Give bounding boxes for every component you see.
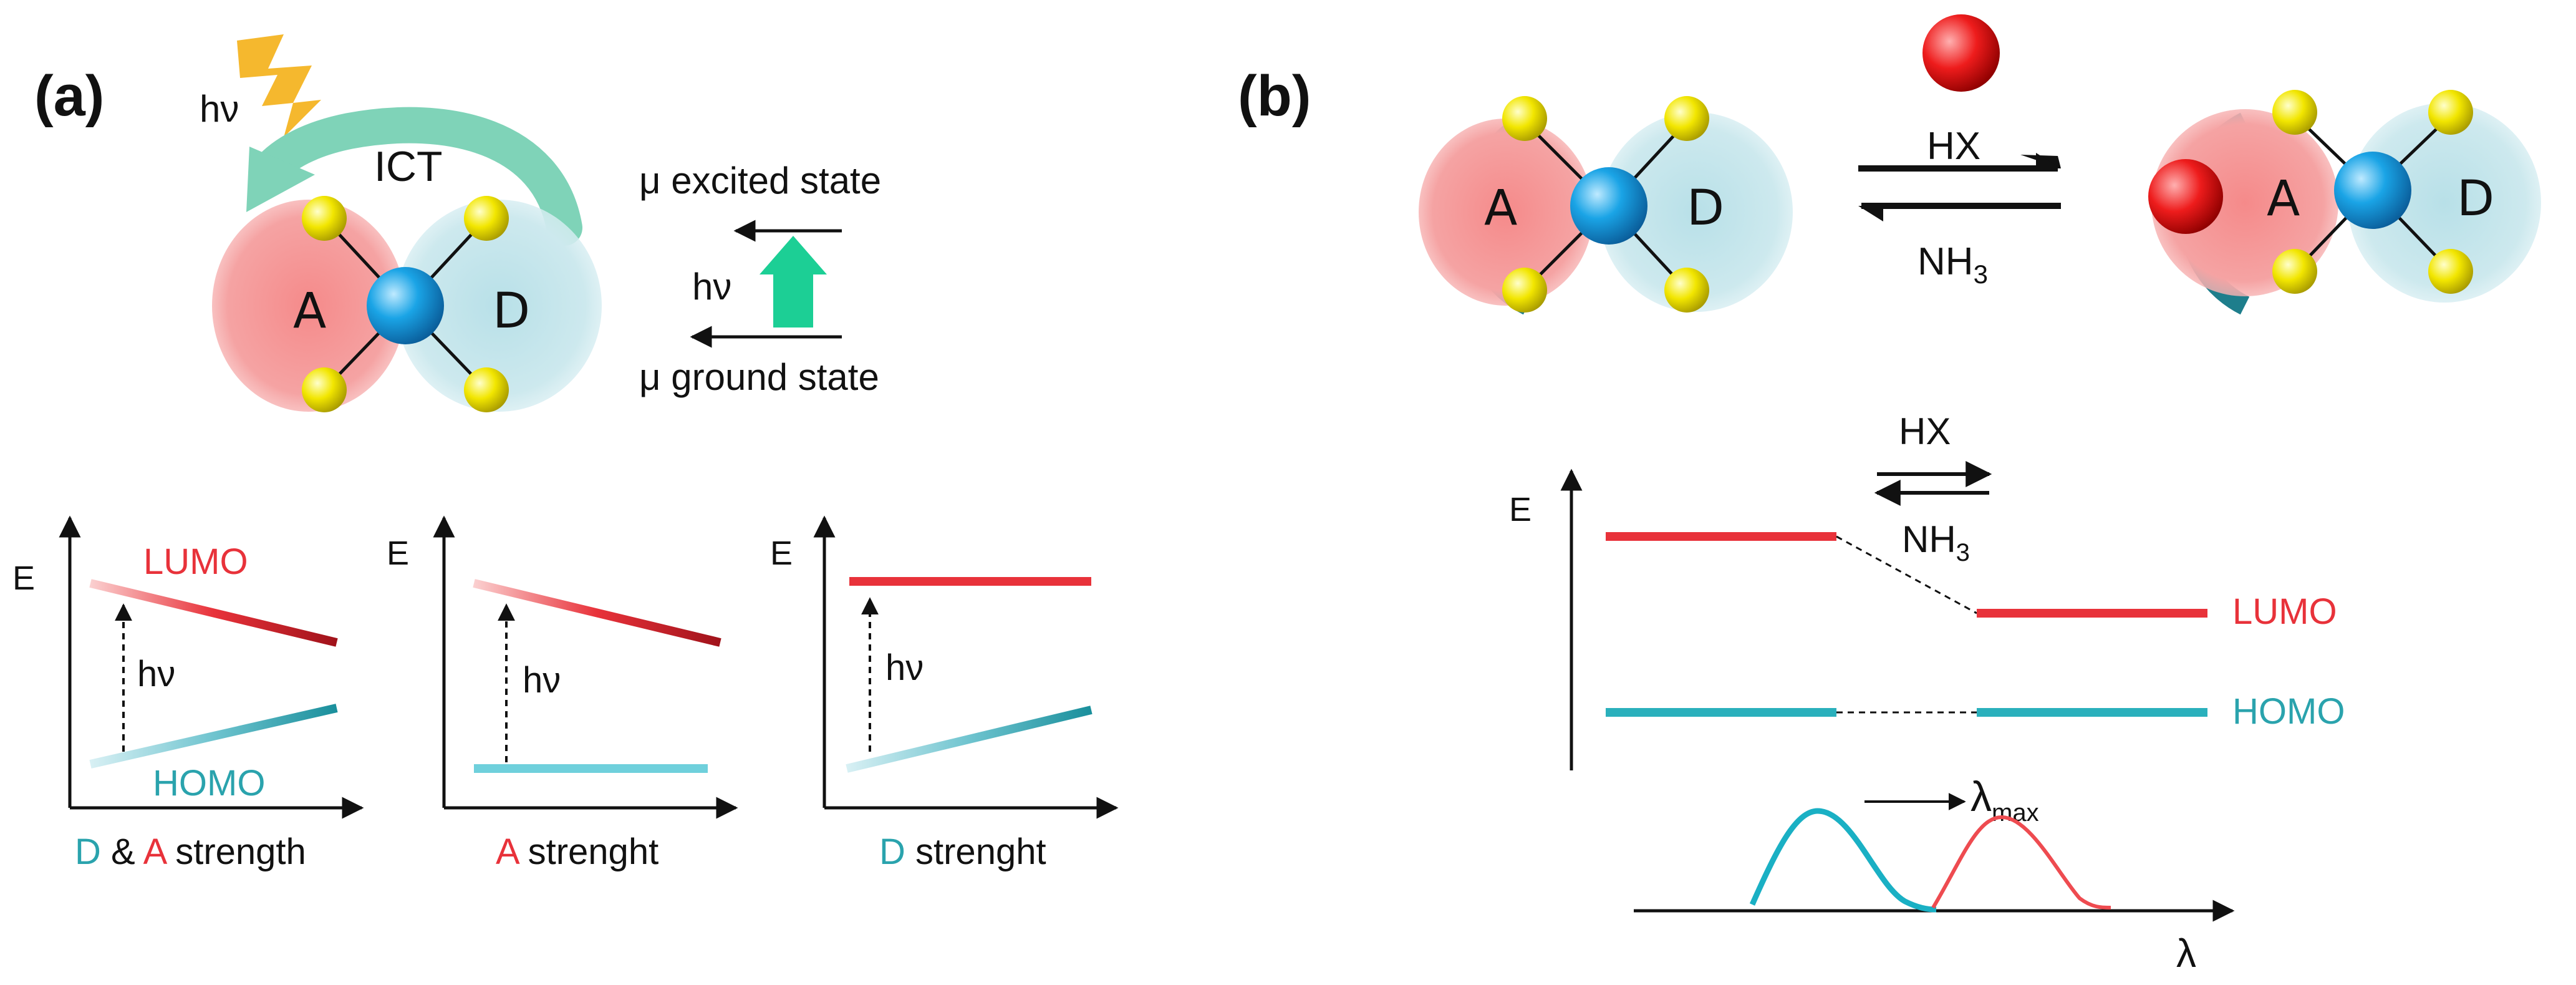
energy-graph-1: E LUMO HOMO hν D & A strength: [12, 515, 364, 872]
substituent-atom: [464, 196, 509, 241]
caption-part: strength: [165, 832, 306, 872]
mu-excited-label: μ excited state: [639, 160, 881, 201]
dipole-diagram: μ excited state hν μ ground state: [639, 160, 881, 398]
panel-a-label: (a): [34, 64, 104, 128]
caption-part: A: [143, 832, 168, 872]
mu-ground-label: μ ground state: [639, 356, 879, 398]
substituent-atom: [2428, 249, 2473, 294]
substituent-atom: [1502, 96, 1547, 141]
hv-label: hν: [523, 660, 561, 701]
donor-blob: [2348, 103, 2541, 303]
graph-caption: D strenght: [879, 832, 1046, 872]
center-atom: [1570, 167, 1647, 245]
diagram-reverse-label: NH3: [1902, 518, 1970, 566]
homo-level: [846, 706, 1093, 773]
ict-arrow-icon: [246, 107, 582, 246]
diagram-forward-label: HX: [1899, 410, 1951, 452]
diagram-reverse-sub: 3: [1956, 539, 1970, 566]
substituent-atom: [1664, 96, 1709, 141]
caption-part: strenght: [518, 832, 659, 872]
lumo-label: LUMO: [143, 541, 248, 582]
energy-diagram-b: HX NH3 E LUMO HOMO λmax λ: [1509, 410, 2345, 976]
lambda-axis-label: λ: [2176, 931, 2196, 976]
donor-label: D: [493, 283, 530, 339]
molecule-b-free: A D: [1419, 96, 1793, 315]
donor-label: D: [2457, 171, 2494, 227]
forward-reagent-label: HX: [1927, 125, 1980, 168]
reverse-reagent-sub: 3: [1974, 260, 1988, 289]
energy-axis-label: E: [1509, 491, 1532, 528]
energy-axis-label: E: [387, 535, 409, 572]
diagram-reverse-base: NH: [1902, 518, 1956, 560]
hv-label: hν: [137, 654, 175, 694]
graph-caption: A strenght: [496, 832, 658, 872]
substituent-atom: [1502, 268, 1547, 313]
homo-level: [89, 704, 338, 769]
center-atom: [2334, 152, 2411, 229]
acceptor-label: A: [1484, 180, 1517, 236]
acceptor-label: A: [2267, 171, 2300, 227]
caption-part: D: [75, 832, 101, 872]
lumo-level: [89, 579, 338, 647]
lambda-max-base: λ: [1971, 773, 1992, 820]
hv-label: hν: [885, 648, 924, 688]
substituent-atom: [2272, 90, 2317, 135]
energy-axis-label: E: [770, 535, 793, 572]
energy-graph-2: E hν A strenght: [387, 515, 738, 872]
substituent-atom: [2428, 90, 2473, 135]
hv-dipole-label: hν: [692, 266, 731, 308]
bound-proton-atom: [2148, 159, 2223, 234]
substituent-atom: [464, 367, 509, 412]
caption-part: strenght: [905, 832, 1046, 872]
acceptor-label: A: [293, 283, 326, 339]
donor-label: D: [1687, 180, 1724, 236]
excitation-arrow-icon: [760, 236, 827, 328]
substituent-atom: [2272, 249, 2317, 294]
proton-atom: [1922, 14, 2000, 92]
caption-part: A: [496, 832, 520, 872]
caption-part: &: [101, 832, 143, 872]
substituent-atom: [302, 367, 347, 412]
energy-graph-3: E hν D strenght: [770, 515, 1119, 872]
panel-b-label: (b): [1238, 64, 1311, 128]
energy-axis-label: E: [12, 560, 35, 597]
acceptor-blob: [1419, 119, 1593, 306]
substituent-atom: [1664, 268, 1709, 313]
equilibrium-arrows: HX NH3: [1858, 125, 2061, 289]
lambda-max-label: λmax: [1971, 773, 2039, 827]
ict-label: ICT: [374, 143, 443, 190]
center-atom: [367, 267, 444, 344]
caption-part: D: [879, 832, 905, 872]
graph-caption: D & A strength: [75, 832, 306, 872]
reverse-reagent-base: NH: [1918, 240, 1974, 283]
lumo-label: LUMO: [2232, 591, 2337, 632]
homo-label: HOMO: [2232, 691, 2345, 732]
hv-flash-label: hν: [200, 88, 239, 130]
donor-blob: [396, 200, 602, 412]
absorption-peak-initial: [1749, 808, 1937, 913]
homo-label: HOMO: [153, 763, 265, 803]
lumo-level: [473, 579, 721, 647]
molecule-b-protonated: A D: [2148, 90, 2541, 315]
reverse-reagent-label: NH3: [1918, 240, 1988, 289]
molecule-a: A D: [212, 196, 602, 412]
absorption-peak-shifted: [1931, 815, 2111, 910]
substituent-atom: [302, 196, 347, 241]
lightning-icon: [237, 34, 321, 137]
